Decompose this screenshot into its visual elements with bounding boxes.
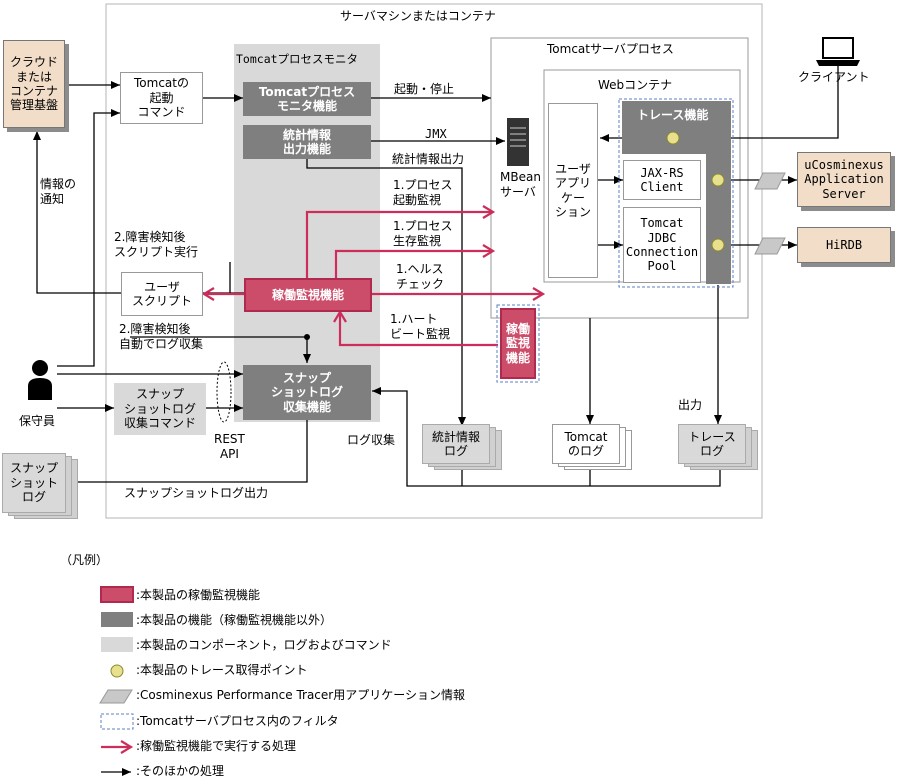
legend-item-filter: :Tomcatサーバプロセス内のフィルタ xyxy=(136,714,339,728)
outer-title: サーバマシンまたはコンテナ xyxy=(340,9,496,23)
client-label: クライアント xyxy=(798,70,870,84)
process-alive-label: 1.プロセス 生存監視 xyxy=(393,219,453,248)
legend-title: （凡例） xyxy=(60,553,109,567)
stats-output-function-box: 統計情報 出力機能 xyxy=(243,125,371,159)
health-check-label: 1.ヘルス チェック xyxy=(396,262,445,291)
user-script-box: ユーザ スクリプト xyxy=(121,272,203,316)
start-command-box: Tomcatの 起動 コマンド xyxy=(120,72,203,124)
jaxrs-client-box: JAX-RS Client xyxy=(623,160,701,200)
log-collect-label: ログ収集 xyxy=(347,433,396,447)
script-exec-label: 2.障害検知後 スクリプト実行 xyxy=(114,230,199,259)
mbean-server-label: MBean サーバ xyxy=(500,170,541,199)
legend-item-availability: :本製品の稼働監視機能 xyxy=(136,588,261,602)
legend-item-other-process: :そのほかの処理 xyxy=(136,764,225,778)
cloud-platform-box: クラウド または コンテナ 管理基盤 xyxy=(3,40,65,128)
monitor-function-box: Tomcatプロセス モニタ機能 xyxy=(243,82,371,116)
info-notify-label: 情報の 通知 xyxy=(40,177,77,206)
availability-function-box: 稼働監視機能 xyxy=(244,278,372,312)
heartbeat-label: 1.ハート ビート監視 xyxy=(390,312,451,341)
snapshot-log-label: スナップ ショット ログ xyxy=(2,453,66,513)
stats-log-stack: 統計情報 ログ xyxy=(422,424,502,470)
jdbc-pool-box: Tomcat JDBC Connection Pool xyxy=(623,207,701,283)
trace-log-stack: トレース ログ xyxy=(678,424,758,470)
start-stop-label: 起動・停止 xyxy=(394,82,455,96)
user-app-box: ユーザ アプリ ケー ション xyxy=(548,103,598,278)
snapshot-command-box: スナップ ショットログ 収集コマンド xyxy=(114,383,206,435)
stats-output-label: 統計情報出力 xyxy=(392,152,465,166)
output-label: 出力 xyxy=(678,398,703,412)
server-process-title: Tomcatサーバプロセス xyxy=(547,42,674,56)
stats-log-label: 統計情報 ログ xyxy=(422,424,490,464)
tomcat-log-label: Tomcat のログ xyxy=(552,424,620,464)
web-container-title: Webコンテナ xyxy=(598,78,673,92)
ucosminexus-box: uCosminexus Application Server xyxy=(797,152,891,207)
trace-function-label: トレース機能 xyxy=(637,108,709,122)
jmx-label: JMX xyxy=(425,127,447,141)
snapshot-function-box: スナップ ショットログ 収集機能 xyxy=(243,365,371,420)
legend-item-tracer-info: :Cosminexus Performance Tracer用アプリケーション情… xyxy=(136,688,465,702)
legend-item-feature: :本製品の機能（稼働監視機能以外） xyxy=(136,613,333,627)
snapshot-output-label: スナップショットログ出力 xyxy=(124,486,269,500)
tomcat-log-stack: Tomcat のログ xyxy=(552,424,632,470)
maintainer-label: 保守員 xyxy=(19,414,56,428)
legend-item-monitor-process: :稼働監視機能で実行する処理 xyxy=(136,739,297,753)
hirdb-box: HiRDB xyxy=(797,227,891,263)
auto-log-label: 2.障害検知後 自動でログ収集 xyxy=(119,322,204,351)
inner-availability-box: 稼働 監視 機能 xyxy=(500,308,536,379)
legend-item-trace-point: :本製品のトレース取得ポイント xyxy=(136,663,308,677)
process-start-label: 1.プロセス 起動監視 xyxy=(393,178,453,207)
monitor-panel-title: Tomcatプロセスモニタ xyxy=(236,52,359,66)
legend-item-component: :本製品のコンポーネント，ログおよびコマンド xyxy=(136,638,392,652)
snapshot-log-stack: スナップ ショット ログ xyxy=(2,453,78,519)
trace-log-label: トレース ログ xyxy=(678,424,746,464)
rest-api-label: REST API xyxy=(214,432,245,461)
